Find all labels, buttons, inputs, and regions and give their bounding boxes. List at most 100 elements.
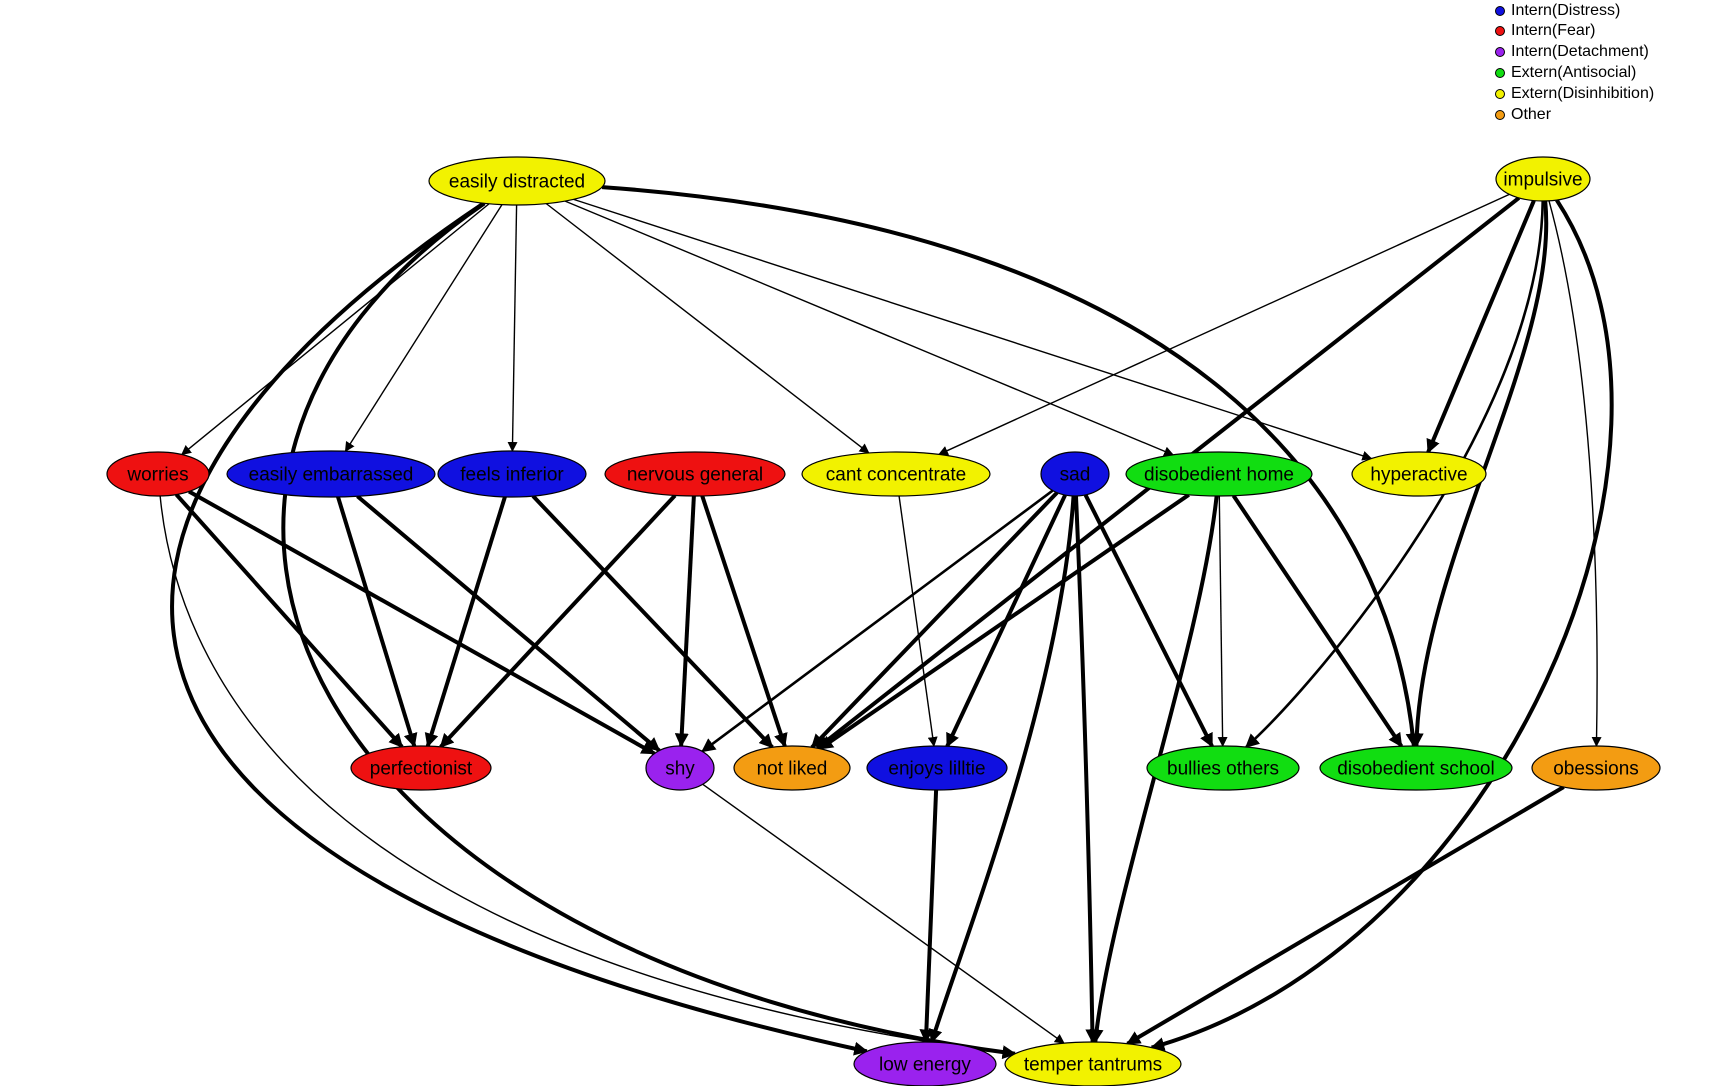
legend-label: Other: [1511, 106, 1552, 123]
node-label: temper tantrums: [1024, 1055, 1162, 1076]
legend-item-extern-antisocial: Extern(Antisocial): [1495, 62, 1636, 84]
node-hyperactive: hyperactive: [1351, 451, 1487, 497]
node-shape: [1125, 451, 1313, 497]
node-worries: worries: [106, 451, 210, 497]
edge-worries-to-perfectionist: [174, 493, 404, 749]
edge-sad-to-not-liked: [810, 491, 1059, 749]
edge-easily-distracted-to-temper-tantrums: [281, 201, 1017, 1060]
node-label: cant concentrate: [826, 465, 966, 486]
node-shape: [866, 745, 1008, 791]
edge-sad-to-bullies-others: [1083, 494, 1214, 748]
edge-nervous-general-to-not-liked: [700, 495, 788, 748]
node-impulsive: impulsive: [1495, 156, 1591, 202]
node-nervous-general: nervous general: [604, 451, 786, 497]
legend-label: Extern(Antisocial): [1511, 64, 1637, 81]
node-shape: [1531, 745, 1661, 791]
edge-sad-to-temper-tantrums: [1073, 495, 1100, 1044]
edge-nervous-general-to-shy: [674, 495, 696, 748]
node-label: obessions: [1553, 759, 1639, 780]
edge-shy-to-temper-tantrums: [702, 783, 1065, 1044]
node-shape: [604, 451, 786, 497]
legend-label: Intern(Distress): [1511, 2, 1621, 19]
node-perfectionist: perfectionist: [350, 745, 492, 791]
node-label: enjoys lilltie: [888, 759, 985, 780]
node-shape: [1351, 451, 1487, 497]
edge-easily-embarrassed-to-perfectionist: [336, 496, 418, 748]
node-not-liked: not liked: [733, 745, 851, 791]
edge-easily-distracted-to-hyperactive: [573, 198, 1373, 461]
node-shy: shy: [645, 745, 715, 791]
node-shape: [1146, 745, 1300, 791]
edge-nervous-general-to-perfectionist: [439, 494, 677, 749]
edge-disobedient-home-to-bullies-others: [1217, 495, 1228, 747]
node-shape: [645, 745, 715, 791]
node-label: impulsive: [1503, 170, 1582, 191]
edge-impulsive-to-temper-tantrums: [1150, 198, 1614, 1051]
legend-item-intern-distress: Intern(Distress): [1495, 0, 1620, 22]
edge-impulsive-to-disobedient-school: [1409, 200, 1549, 748]
node-shape: [1319, 745, 1513, 791]
legend-label: Extern(Disinhibition): [1511, 85, 1655, 102]
legend-dot: [1495, 6, 1505, 16]
edge-feels-inferior-to-not-liked: [531, 494, 774, 749]
node-label: disobedient home: [1144, 465, 1294, 486]
legend-item-intern-fear: Intern(Fear): [1495, 20, 1595, 42]
node-label: hyperactive: [1370, 465, 1467, 486]
edge-obsessions-to-temper-tantrums: [1126, 785, 1565, 1046]
legend-dot: [1495, 47, 1505, 57]
edge-easily-distracted-to-cant-concentrate: [545, 203, 870, 454]
edge-enjoys-little-to-low-energy: [919, 789, 939, 1044]
node-sad: sad: [1040, 451, 1110, 497]
legend-dot: [1495, 26, 1505, 36]
node-shape: [801, 451, 991, 497]
node-shape: [350, 745, 492, 791]
edge-easily-distracted-to-feels-inferior: [507, 204, 518, 452]
legend-item-other: Other: [1495, 104, 1551, 126]
node-shape: [437, 450, 587, 498]
edge-worries-to-temper-tantrums: [159, 495, 1016, 1058]
node-obsessions: obessions: [1531, 745, 1661, 791]
legend-dot: [1495, 68, 1505, 78]
node-label: nervous general: [627, 465, 763, 486]
node-disobedient-school: disobedient school: [1319, 745, 1513, 791]
legend-item-extern-disinhibition: Extern(Disinhibition): [1495, 83, 1654, 105]
node-label: perfectionist: [370, 759, 473, 780]
edge-sad-to-shy: [701, 489, 1054, 753]
edge-impulsive-to-bullies-others: [1245, 200, 1545, 749]
edge-impulsive-to-obsessions: [1548, 200, 1602, 747]
node-enjoys-little: enjoys lilltie: [866, 745, 1008, 791]
node-shape: [1040, 451, 1110, 497]
edge-disobedient-home-to-not-liked: [818, 493, 1190, 751]
edge-impulsive-to-cant-concentrate: [938, 193, 1510, 456]
edge-easily-embarrassed-to-shy: [356, 494, 661, 753]
node-temper-tantrums: temper tantrums: [1004, 1041, 1182, 1086]
node-bullies-others: bullies others: [1146, 745, 1300, 791]
edge-easily-distracted-to-worries: [181, 203, 490, 456]
edge-disobedient-home-to-disobedient-school: [1231, 494, 1404, 748]
node-label: shy: [665, 759, 695, 780]
node-feels-inferior: feels inferior: [437, 450, 587, 498]
node-label: easily embarrassed: [249, 465, 414, 486]
node-label: disobedient school: [1337, 759, 1494, 780]
legend-item-intern-detachment: Intern(Detachment): [1495, 41, 1649, 63]
node-disobedient-home: disobedient home: [1125, 451, 1313, 497]
node-shape: [106, 451, 210, 497]
node-label: sad: [1060, 465, 1091, 486]
node-easily-embarrassed: easily embarrassed: [226, 450, 436, 498]
edge-easily-distracted-to-low-energy: [170, 201, 869, 1056]
node-label: not liked: [757, 759, 828, 780]
legend-label: Intern(Fear): [1511, 22, 1596, 39]
edge-easily-distracted-to-easily-embarrassed: [344, 204, 503, 453]
node-shape: [226, 450, 436, 498]
node-low-energy: low energy: [853, 1041, 997, 1086]
node-label: bullies others: [1167, 759, 1279, 780]
edge-worries-to-shy: [188, 489, 656, 756]
legend-dot: [1495, 110, 1505, 120]
edge-easily-distracted-to-disobedient-home: [564, 200, 1175, 457]
node-shape: [853, 1041, 997, 1086]
legend-dot: [1495, 89, 1505, 99]
edge-impulsive-to-hyperactive: [1426, 199, 1536, 454]
edge-cant-concentrate-to-enjoys-little: [898, 495, 938, 748]
